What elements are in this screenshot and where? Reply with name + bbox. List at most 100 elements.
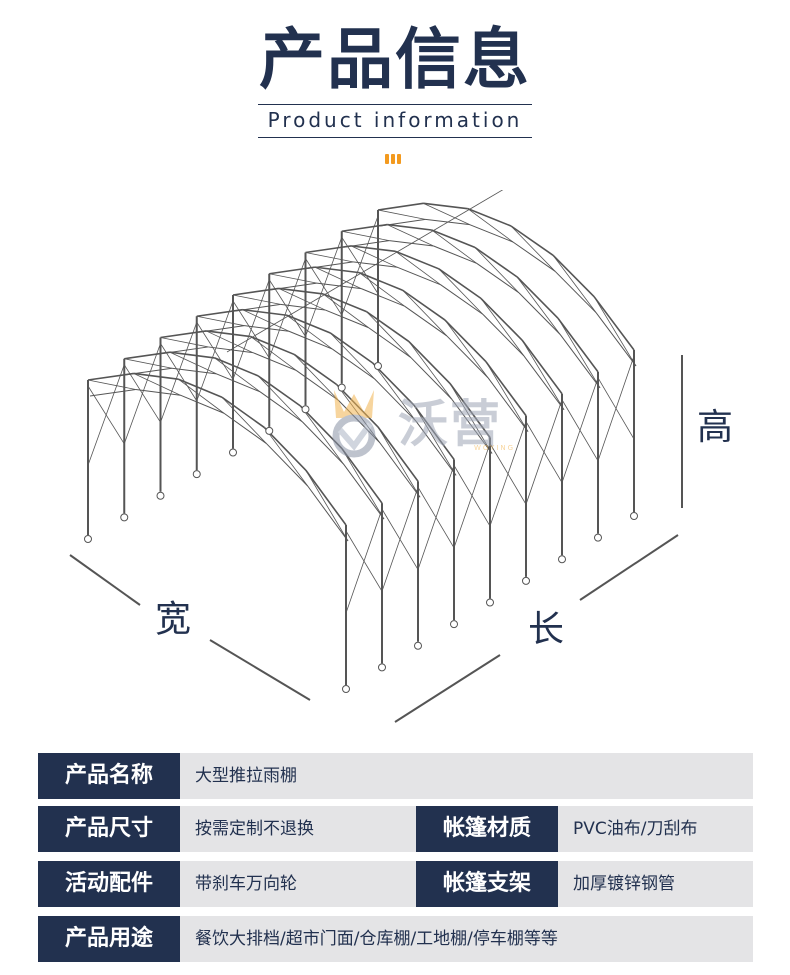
- frame-web: [377, 426, 421, 498]
- length-label: 长: [528, 609, 565, 650]
- frame-chord: [263, 426, 307, 471]
- frame-web: [178, 378, 225, 414]
- dim-line-length: [394, 654, 501, 723]
- crown-icon: [332, 390, 376, 458]
- frame-brace: [341, 215, 379, 316]
- frame-chord: [397, 266, 441, 286]
- frame-chord: [431, 229, 476, 249]
- frame-web: [305, 469, 349, 542]
- wheel: [156, 491, 165, 500]
- frame-web: [305, 252, 354, 263]
- wheel: [630, 512, 638, 520]
- spec-value: PVC油布/刀刮布: [573, 819, 698, 839]
- frame-web: [232, 294, 281, 305]
- frame-chord: [446, 335, 489, 379]
- frame-chord: [305, 245, 352, 254]
- spec-row-size: 产品尺寸 按需定制不退换 帐篷材质 PVC油布/刀刮布: [38, 806, 753, 852]
- frame-chord: [288, 330, 333, 350]
- wheel: [120, 513, 129, 522]
- spec-row-parts: 活动配件 带刹车万向轮 帐篷支架 加厚镀锌钢管: [38, 861, 753, 907]
- frame-web: [257, 375, 303, 423]
- frame-chord: [295, 370, 339, 401]
- frame-web: [221, 396, 267, 444]
- frame-brace: [381, 487, 419, 592]
- frame-purlin: [226, 330, 264, 353]
- frame-chord: [480, 297, 523, 341]
- title-rule-bottom: [258, 137, 532, 138]
- height-label: 高: [697, 407, 734, 448]
- frame-web: [341, 230, 390, 241]
- frame-brace: [489, 421, 527, 527]
- frame-chord: [242, 308, 288, 317]
- frame-chord: [379, 218, 426, 227]
- frame-drawing: [69, 181, 683, 723]
- frame-diagram: 沃营 WOYING 高 宽 长: [0, 181, 790, 740]
- frame-web: [449, 383, 493, 454]
- frame-web: [510, 225, 556, 272]
- frame-web: [160, 337, 209, 348]
- wheel: [594, 533, 602, 542]
- frame-web: [341, 448, 385, 520]
- spec-label: 帐篷支架: [416, 861, 558, 907]
- frame-chord: [440, 284, 484, 315]
- spec-label: 产品用途: [38, 916, 180, 962]
- frame-chord: [257, 375, 301, 407]
- frame-chord: [516, 276, 559, 319]
- frame-brace: [305, 237, 343, 337]
- frame-brace: [232, 279, 270, 380]
- wheel: [450, 620, 458, 629]
- watermark-text: 沃营: [398, 395, 502, 453]
- frame-web: [413, 404, 457, 476]
- frame-chord: [377, 202, 424, 211]
- spec-label: 产品尺寸: [38, 806, 180, 852]
- frame-chord: [593, 296, 635, 351]
- spec-row-usage: 产品用途 餐饮大排档/超市门面/仓库棚/工地棚/停车棚等等: [38, 916, 753, 962]
- frame-chord: [521, 339, 563, 395]
- wheel: [265, 426, 274, 435]
- frame-chord: [423, 202, 468, 210]
- frame-purlin: [407, 224, 444, 247]
- width-label: 宽: [155, 599, 192, 640]
- frame-chord: [444, 319, 487, 363]
- frame-chord: [214, 357, 259, 377]
- frame-chord: [126, 367, 173, 376]
- frame-chord: [557, 317, 599, 373]
- watermark-logo: 沃营 WOYING: [328, 382, 518, 462]
- frame-web: [438, 268, 484, 315]
- wheel: [192, 470, 201, 479]
- frame-chord: [372, 362, 415, 406]
- dim-line-length: [579, 534, 679, 601]
- frame-chord: [196, 308, 243, 318]
- frame-brace: [123, 343, 161, 444]
- frame-web: [467, 208, 514, 243]
- frame-chord: [559, 334, 601, 389]
- watermark-subtext: WOYING: [474, 444, 516, 452]
- frame-brace: [453, 443, 491, 548]
- frame-chord: [343, 240, 390, 248]
- frame-chord: [341, 447, 383, 504]
- frame-chord: [271, 282, 317, 291]
- frame-chord: [554, 270, 597, 314]
- frame-chord: [307, 485, 349, 542]
- frame-chord: [410, 357, 453, 400]
- frame-web: [330, 332, 375, 380]
- frame-web: [350, 245, 398, 268]
- frame-web: [431, 229, 478, 264]
- frame-chord: [361, 288, 405, 307]
- spec-row-name: 产品名称 大型推拉雨棚: [38, 753, 753, 799]
- frame-web: [206, 330, 253, 353]
- wheel: [374, 362, 382, 370]
- frame-chord: [332, 348, 375, 380]
- frame-web: [250, 336, 297, 371]
- frame-web: [521, 339, 565, 410]
- frame-web: [300, 405, 345, 465]
- frame-chord: [232, 287, 279, 296]
- wheel: [558, 555, 566, 564]
- frame-web: [366, 311, 412, 358]
- frame-chord: [324, 309, 369, 329]
- frame-chord: [223, 412, 267, 444]
- frame-chord: [178, 378, 223, 398]
- frame-chord: [250, 335, 295, 356]
- frame-chord: [408, 340, 451, 384]
- frame-chord: [89, 388, 136, 397]
